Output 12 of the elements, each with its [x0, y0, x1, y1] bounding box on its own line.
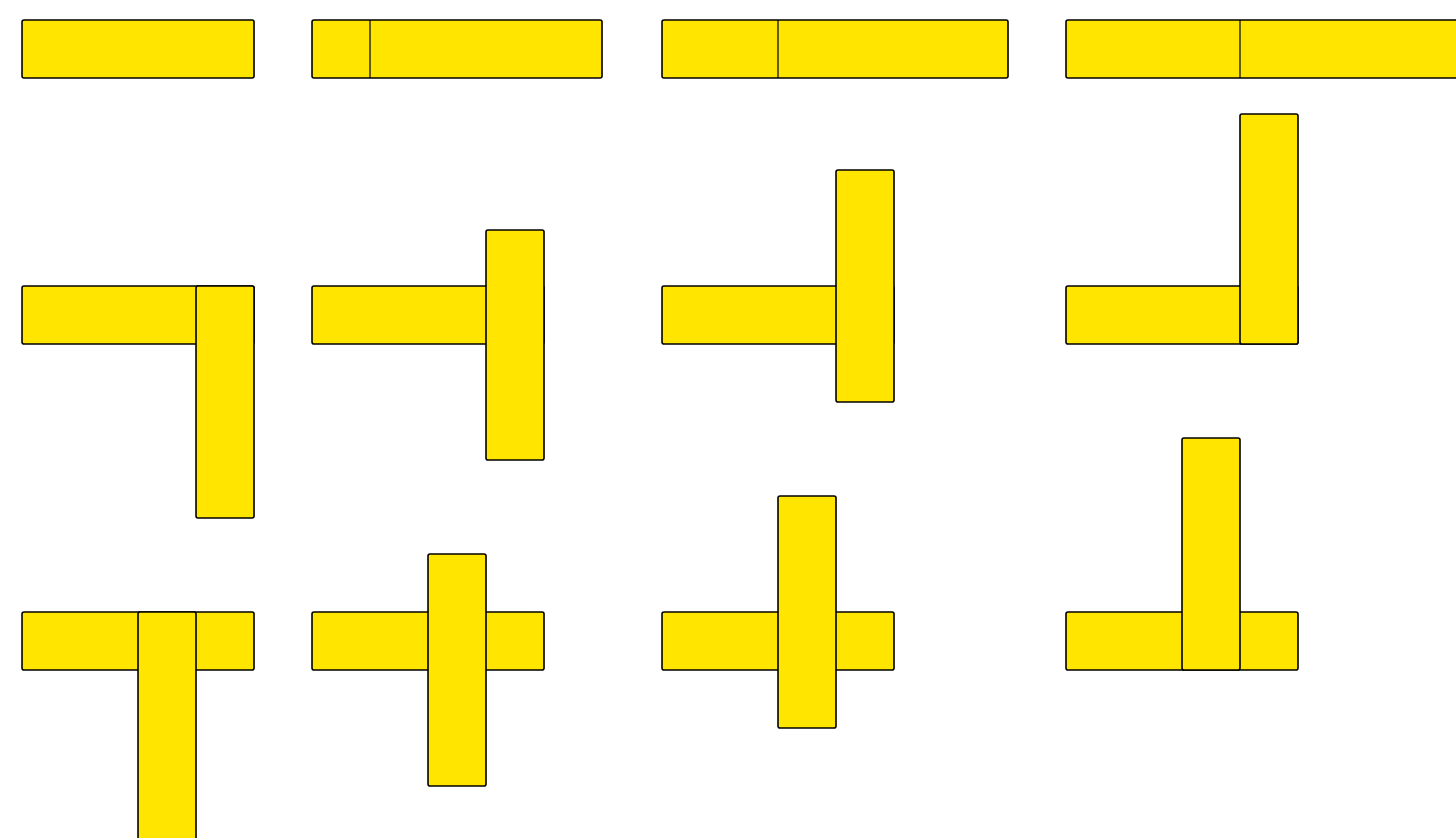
cross-shape	[661, 495, 895, 729]
bar-shape	[1065, 19, 1456, 79]
corner-shape	[1065, 113, 1299, 345]
corner-shape	[21, 285, 255, 519]
tee-shape	[311, 229, 545, 461]
tee-shape	[21, 611, 255, 838]
cross-shape	[311, 553, 545, 787]
bar-shape	[311, 19, 603, 79]
bar-shape	[21, 19, 255, 79]
bar-shape	[661, 19, 1009, 79]
tee-shape	[1065, 437, 1299, 671]
tee-shape	[661, 169, 895, 403]
